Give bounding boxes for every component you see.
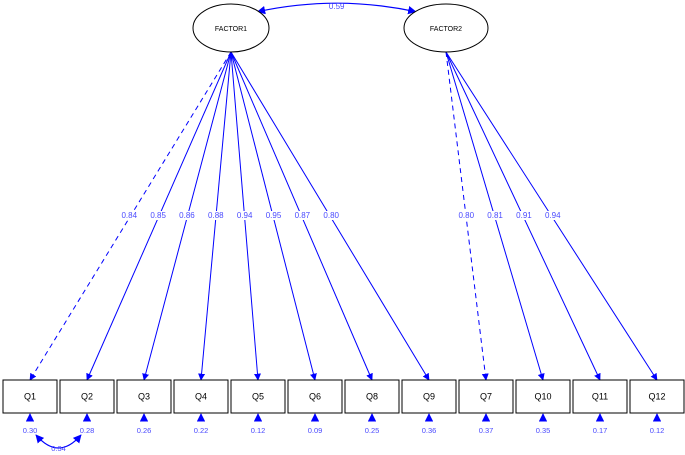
loading-label-q6: 0.95 [266, 211, 282, 220]
loading-label-bg [206, 211, 225, 220]
factor-covariance-path [256, 2, 417, 15]
factor-covariance-label: 0.59 [329, 2, 345, 11]
indicator-label-q9: Q9 [423, 392, 435, 402]
indicator-box-q11 [572, 379, 628, 414]
loading-label-bg [543, 211, 562, 220]
loading-label-bg [322, 211, 341, 220]
indicator-label-q10: Q10 [534, 392, 551, 402]
loading-label-q9: 0.80 [323, 211, 339, 220]
factor-label-factor2: FACTOR2 [430, 26, 462, 33]
indicator-box-q12 [629, 379, 685, 414]
factor-label-factor1: FACTOR1 [215, 26, 247, 33]
loading-label-q12: 0.94 [545, 211, 561, 220]
loading-label-q7: 0.80 [458, 211, 474, 220]
indicator-box-q1 [2, 379, 58, 414]
indicator-box-q3 [116, 379, 172, 414]
indicator-label-q1: Q1 [24, 392, 36, 402]
indicator-box-q10 [515, 379, 571, 414]
error-label-q2: 0.28 [80, 426, 95, 435]
residual-covariance-label: 0.34 [51, 444, 66, 453]
indicator-label-q2: Q2 [81, 392, 93, 402]
indicator-label-q12: Q12 [648, 392, 665, 402]
indicator-box-q8 [344, 379, 400, 414]
error-label-q12: 0.12 [650, 426, 665, 435]
error-label-q11: 0.17 [593, 426, 608, 435]
indicator-label-q6: Q6 [309, 392, 321, 402]
loading-label-q1: 0.84 [121, 211, 137, 220]
error-label-q4: 0.22 [194, 426, 209, 435]
indicator-label-q3: Q3 [138, 392, 150, 402]
error-label-q8: 0.25 [365, 426, 380, 435]
indicator-box-q6 [287, 379, 343, 414]
loading-label-q3: 0.86 [179, 211, 195, 220]
loading-label-q2: 0.85 [150, 211, 166, 220]
loading-label-bg [235, 211, 254, 220]
error-label-q6: 0.09 [308, 426, 323, 435]
indicator-label-q7: Q7 [480, 392, 492, 402]
loading-label-bg [120, 211, 139, 220]
loading-label-q5: 0.94 [237, 211, 253, 220]
error-label-q5: 0.12 [251, 426, 266, 435]
loading-label-bg [264, 211, 283, 220]
factor-node-factor2 [403, 3, 489, 53]
indicator-label-q8: Q8 [366, 392, 378, 402]
loading-label-q4: 0.88 [208, 211, 224, 220]
indicator-box-q2 [59, 379, 115, 414]
error-label-q3: 0.26 [137, 426, 152, 435]
indicator-box-q7 [458, 379, 514, 414]
indicator-label-q5: Q5 [252, 392, 264, 402]
loading-label-bg [293, 211, 312, 220]
loading-label-bg [149, 211, 168, 220]
factor-node-factor1 [192, 3, 270, 53]
indicator-box-q9 [401, 379, 457, 414]
indicator-label-q11: Q11 [592, 392, 608, 402]
loading-label-q10: 0.81 [487, 211, 503, 220]
loading-label-bg [514, 211, 533, 220]
loading-label-bg [177, 211, 196, 220]
error-label-q1: 0.30 [23, 426, 38, 435]
loading-label-bg [457, 211, 476, 220]
residual-covariance-path [35, 434, 82, 449]
error-label-q7: 0.37 [479, 426, 494, 435]
loading-label-bg [486, 211, 505, 220]
indicator-label-q4: Q4 [195, 392, 207, 402]
indicator-box-q5 [230, 379, 286, 414]
error-label-q9: 0.36 [422, 426, 437, 435]
indicator-box-q4 [173, 379, 229, 414]
loading-label-q8: 0.87 [295, 211, 311, 220]
error-label-q10: 0.35 [536, 426, 551, 435]
loading-label-q11: 0.91 [516, 211, 532, 220]
